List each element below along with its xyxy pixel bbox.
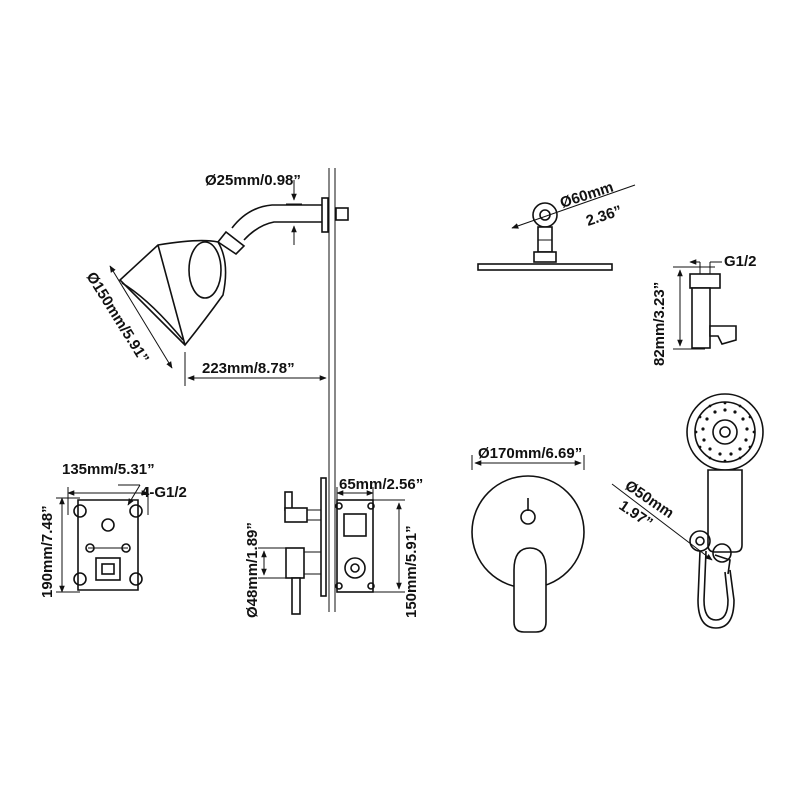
arm-diameter-dimension: Ø25mm/0.98” — [205, 172, 302, 245]
flange-diameter-in-label: 2.36” — [584, 202, 624, 230]
connector-thread-label: G1/2 — [724, 253, 757, 270]
box-width-label: 135mm/5.31” — [62, 461, 155, 478]
valve-height-label: 150mm/5.91” — [403, 525, 420, 618]
arm-length-dimension: 223mm/8.78” — [184, 352, 327, 386]
box-depth-label: 65mm/2.56” — [339, 476, 423, 493]
rain-head-drawing: Ø60mm 2.36” — [477, 179, 636, 271]
box-height-label: 190mm/7.48” — [39, 505, 56, 598]
shower-head-drawing — [118, 197, 349, 347]
hand-shower-drawing: Ø50mm 1.97” — [611, 393, 764, 629]
valve-side-view-drawing: 65mm/2.56” Ø48mm/1.89” 150mm/5.91” — [244, 476, 423, 618]
arm-length-label: 223mm/8.78” — [202, 360, 295, 377]
holder-height-label: 82mm/3.23” — [651, 282, 668, 366]
hose-connector-drawing: G1/2 82mm/3.23” — [651, 253, 757, 366]
handle-diameter-label: Ø48mm/1.89” — [244, 522, 261, 618]
plate-diameter-label: Ø170mm/6.69” — [478, 445, 582, 462]
valve-box-drawing: 135mm/5.31” 4-G1/2 190mm/7.48” — [39, 461, 187, 598]
wall-line — [328, 168, 336, 612]
box-thread-label: 4-G1/2 — [141, 484, 187, 501]
arm-diameter-label: Ø25mm/0.98” — [205, 172, 301, 189]
valve-trim-drawing: Ø170mm/6.69” — [471, 445, 585, 633]
